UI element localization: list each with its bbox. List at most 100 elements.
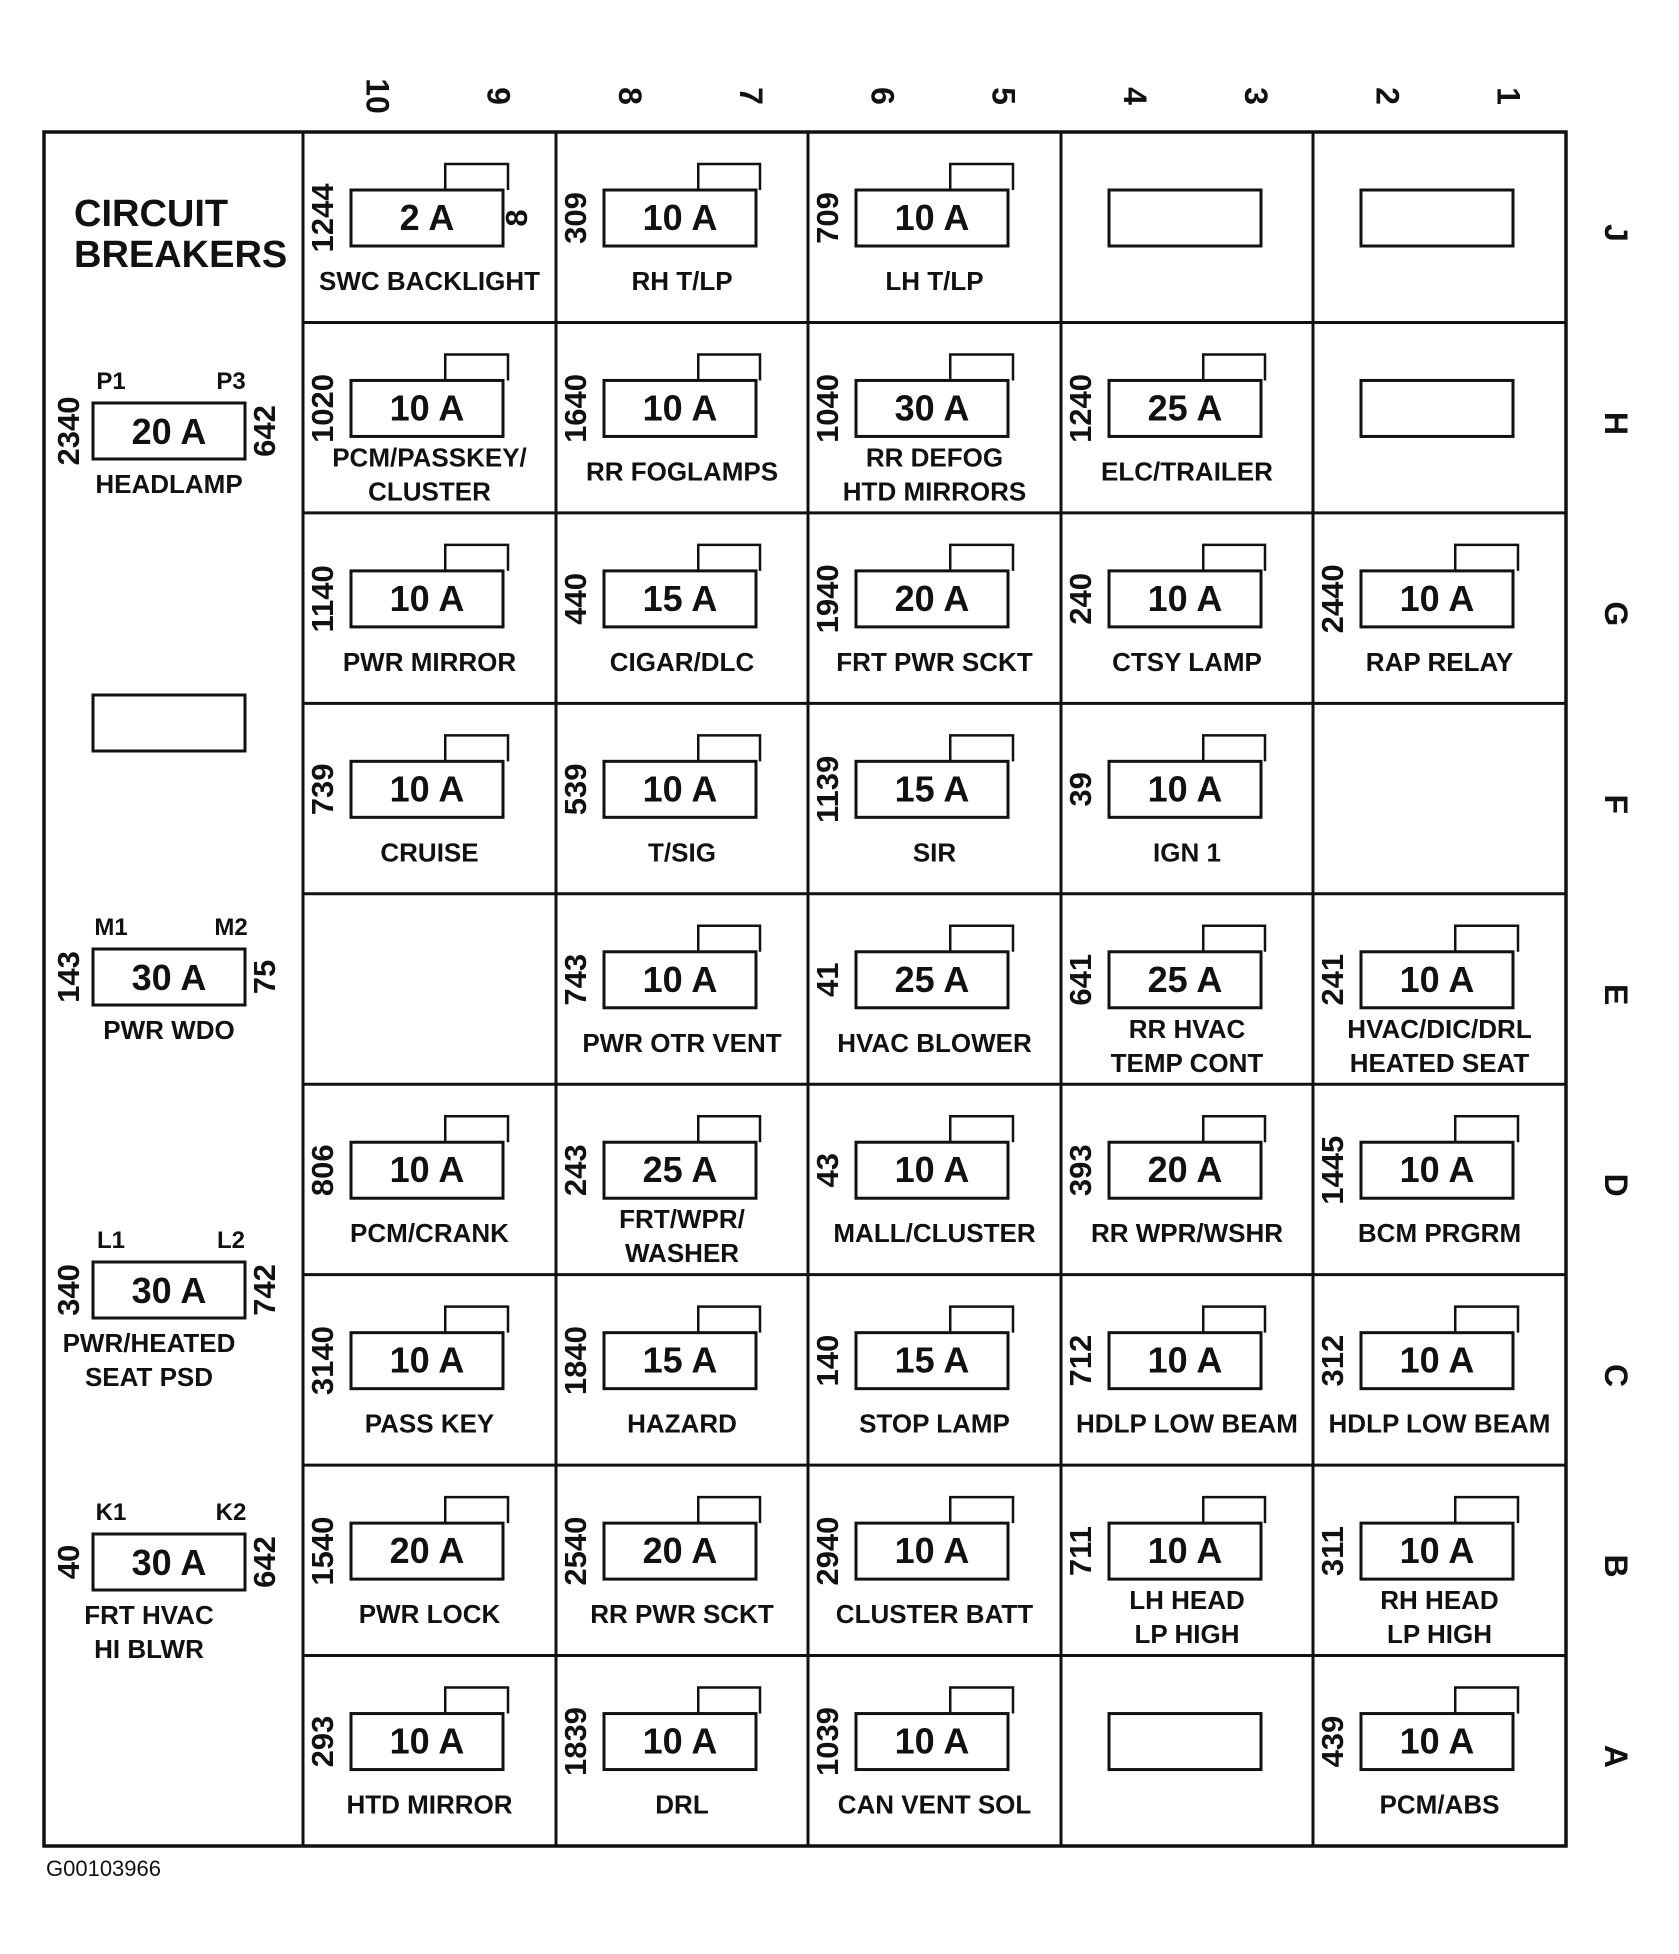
fuse-rating: 10 A xyxy=(1148,1340,1223,1381)
breaker-pin: K2 xyxy=(216,1499,247,1526)
fuse-caption: HTD MIRROR xyxy=(346,1790,512,1820)
fuse-box xyxy=(602,569,758,629)
fuse-rating: 10 A xyxy=(1400,578,1475,619)
fuse-caption: PWR LOCK xyxy=(359,1599,501,1629)
fuse-caption: FRT PWR SCKT xyxy=(836,647,1033,677)
fuse-caption: CLUSTER xyxy=(368,476,491,506)
fuse-bus-connector xyxy=(948,1495,1015,1524)
fuse-caption: HTD MIRRORS xyxy=(843,476,1026,506)
fuse-bus-connector xyxy=(1201,1305,1267,1333)
fuse-code: 1640 xyxy=(558,374,593,443)
fuse-box xyxy=(1359,188,1515,248)
fuse-caption: CAN VENT SOL xyxy=(838,1790,1032,1820)
fuse-box xyxy=(349,1712,505,1772)
fuse-caption: HVAC/DIC/DRL xyxy=(1347,1014,1532,1044)
fuse-box xyxy=(854,1521,1010,1581)
fuse-caption: BCM PRGRM xyxy=(1358,1218,1521,1248)
fuse-code: 1940 xyxy=(810,564,845,633)
fuse-bus-connector xyxy=(1453,1305,1520,1333)
fuse-caption: LH HEAD xyxy=(1129,1585,1245,1615)
fuse-caption: HEATED SEAT xyxy=(1350,1048,1530,1078)
fuse-box xyxy=(1107,1521,1263,1581)
fuse-caption: PCM/ABS xyxy=(1380,1790,1500,1820)
fuse-bus-connector xyxy=(948,162,1015,190)
fuse-caption: RH T/LP xyxy=(631,266,732,296)
column-label: 3 xyxy=(1238,87,1274,105)
fuse-bus-connector xyxy=(1201,1495,1267,1524)
fuse-rating: 10 A xyxy=(643,1721,718,1762)
fuse-caption: HVAC BLOWER xyxy=(837,1028,1032,1058)
breaker-code: 40 xyxy=(51,1545,86,1579)
fuse-bus-connector xyxy=(948,734,1015,762)
fuse-box xyxy=(602,759,758,819)
fuse-rating: 10 A xyxy=(895,1721,970,1762)
fuse-rating: 10 A xyxy=(1400,959,1475,1000)
breaker-pin: K1 xyxy=(96,1499,127,1526)
fuse-caption: HDLP LOW BEAM xyxy=(1329,1409,1551,1439)
fuse-code: 1840 xyxy=(558,1326,593,1395)
column-label: 10 xyxy=(359,78,395,114)
breaker-box xyxy=(91,1532,247,1592)
fuse-box xyxy=(1107,1331,1263,1391)
fuse-caption: PWR MIRROR xyxy=(343,647,517,677)
fuse-rating: 30 A xyxy=(895,387,970,428)
fuse-box xyxy=(1359,1712,1515,1772)
breaker-spare xyxy=(91,693,247,753)
fuse-caption: MALL/CLUSTER xyxy=(833,1218,1035,1248)
fuse-box xyxy=(1359,378,1515,438)
column-label: 5 xyxy=(986,87,1022,105)
fuse-A-4 xyxy=(1107,1712,1263,1772)
fuse-rating: 10 A xyxy=(390,768,465,809)
fuse-caption: CTSY LAMP xyxy=(1112,647,1262,677)
fuse-bus-connector xyxy=(696,734,762,762)
fuse-code: 1540 xyxy=(305,1517,340,1586)
fuse-box xyxy=(1359,950,1515,1010)
fuse-rating: 20 A xyxy=(1148,1149,1223,1190)
fuse-caption: RR PWR SCKT xyxy=(590,1599,774,1629)
breaker-caption: FRT HVAC xyxy=(84,1600,214,1630)
breaker-pin: L2 xyxy=(217,1227,245,1254)
fuse-H-5 xyxy=(1359,378,1515,438)
breaker-code: 75 xyxy=(247,960,282,994)
fuse-bus-connector xyxy=(696,353,762,381)
fuse-box xyxy=(1359,1140,1515,1200)
fuse-box xyxy=(349,1331,505,1391)
fuse-bus-connector xyxy=(1201,543,1267,571)
fuse-bus-connector xyxy=(1201,734,1267,762)
fuse-caption: PASS KEY xyxy=(365,1409,495,1439)
fuse-bus-connector xyxy=(443,1114,510,1143)
breaker-caption: SEAT PSD xyxy=(85,1362,213,1392)
fuse-code: 140 xyxy=(810,1335,845,1387)
breaker-caption: HI BLWR xyxy=(94,1634,204,1664)
breaker-box xyxy=(91,693,247,753)
breaker-caption: HEADLAMP xyxy=(95,469,242,499)
fuse-code: 641 xyxy=(1063,954,1098,1006)
fuse-box xyxy=(1359,1521,1515,1581)
row-label: H xyxy=(1598,412,1634,435)
fuse-bus-connector xyxy=(1201,924,1267,952)
fuse-box xyxy=(1107,188,1263,248)
fuse-box xyxy=(349,188,505,248)
fuse-code: 2440 xyxy=(1315,564,1350,633)
fuse-code: 240 xyxy=(1063,573,1098,625)
column-label: 2 xyxy=(1369,87,1405,105)
fuse-bus-connector xyxy=(1453,543,1520,571)
fuse-J-4 xyxy=(1107,188,1263,248)
fuse-bus-connector xyxy=(1453,1114,1520,1143)
row-label: G xyxy=(1598,601,1634,626)
row-label: E xyxy=(1598,984,1634,1005)
column-label: 4 xyxy=(1117,87,1153,105)
fuse-code: 241 xyxy=(1315,954,1350,1006)
row-label: B xyxy=(1598,1554,1634,1577)
fuse-bus-connector xyxy=(1201,1114,1267,1143)
